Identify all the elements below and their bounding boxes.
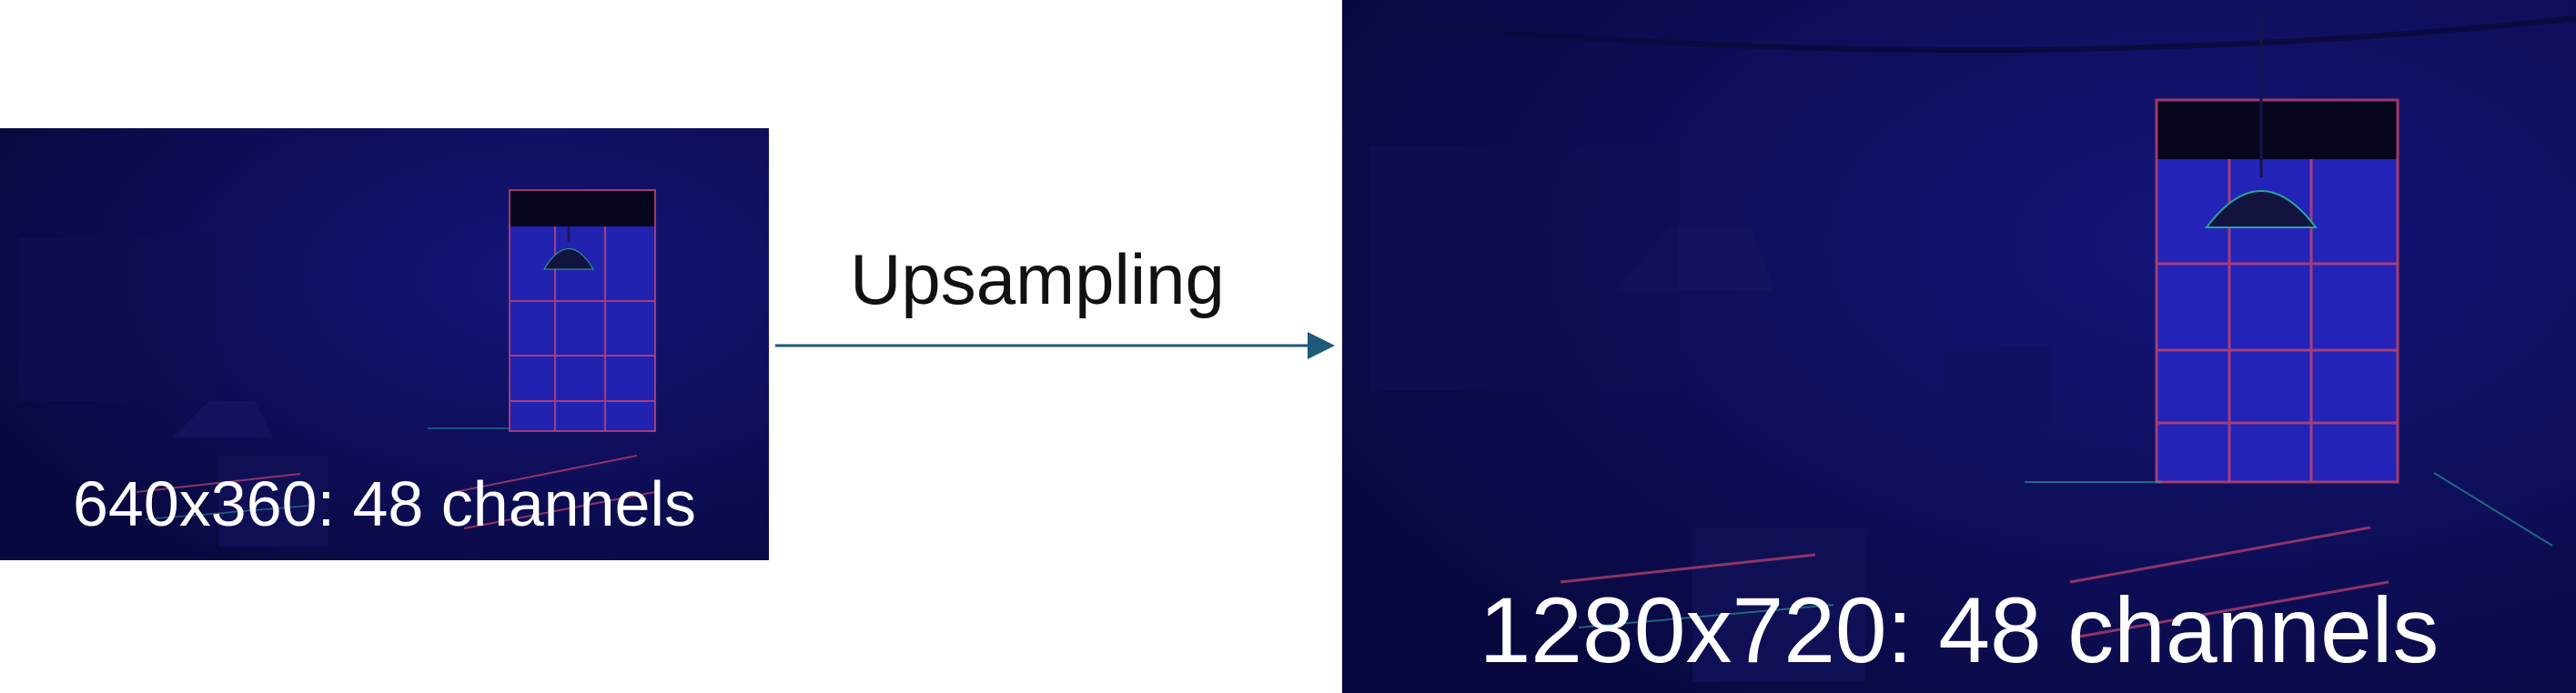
kitchen-feature-map-image: [1342, 0, 2576, 693]
operation-label: Upsampling: [850, 239, 1225, 319]
kitchen-feature-map-image: [0, 128, 769, 560]
feature-map-1280x720: 1280x720: 48 channels: [1342, 0, 2576, 693]
feature-map-640x360: 640x360: 48 channels: [0, 128, 769, 560]
feature-map-caption: 640x360: 48 channels: [73, 468, 696, 539]
feature-map-caption: 1280x720: 48 channels: [1479, 578, 2440, 682]
arrow-right-icon: [775, 332, 1335, 359]
